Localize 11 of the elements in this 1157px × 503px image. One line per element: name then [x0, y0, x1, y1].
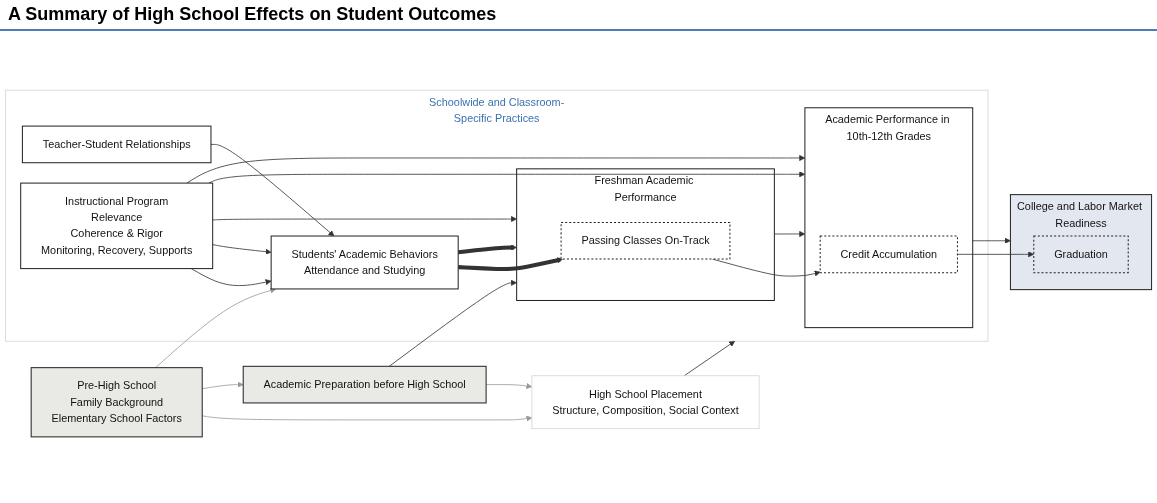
node-box: Instructional Program Relevance Coherence & Rigor Monitoring, Recovery, Supports — [20, 182, 214, 270]
node-box: Credit Accumulation — [819, 235, 958, 274]
diagram-title: A Summary of High School Effects on Student Outcomes — [0, 0, 1157, 31]
node-box: Academic Preparation before High School — [242, 365, 487, 404]
node-box: Students' Academic Behaviors Attendance and Studying — [270, 235, 459, 290]
node-box: Teacher-Student Relationships — [21, 125, 212, 164]
node-box: Graduation — [1033, 235, 1129, 274]
node-box: Passing Classes On-Track — [560, 221, 731, 260]
arrow — [458, 257, 563, 272]
node-box: High School Placement Structure, Composition, Social Context — [531, 375, 760, 430]
node-box: Pre-High School Family Background Elementary School Factors — [30, 367, 203, 438]
